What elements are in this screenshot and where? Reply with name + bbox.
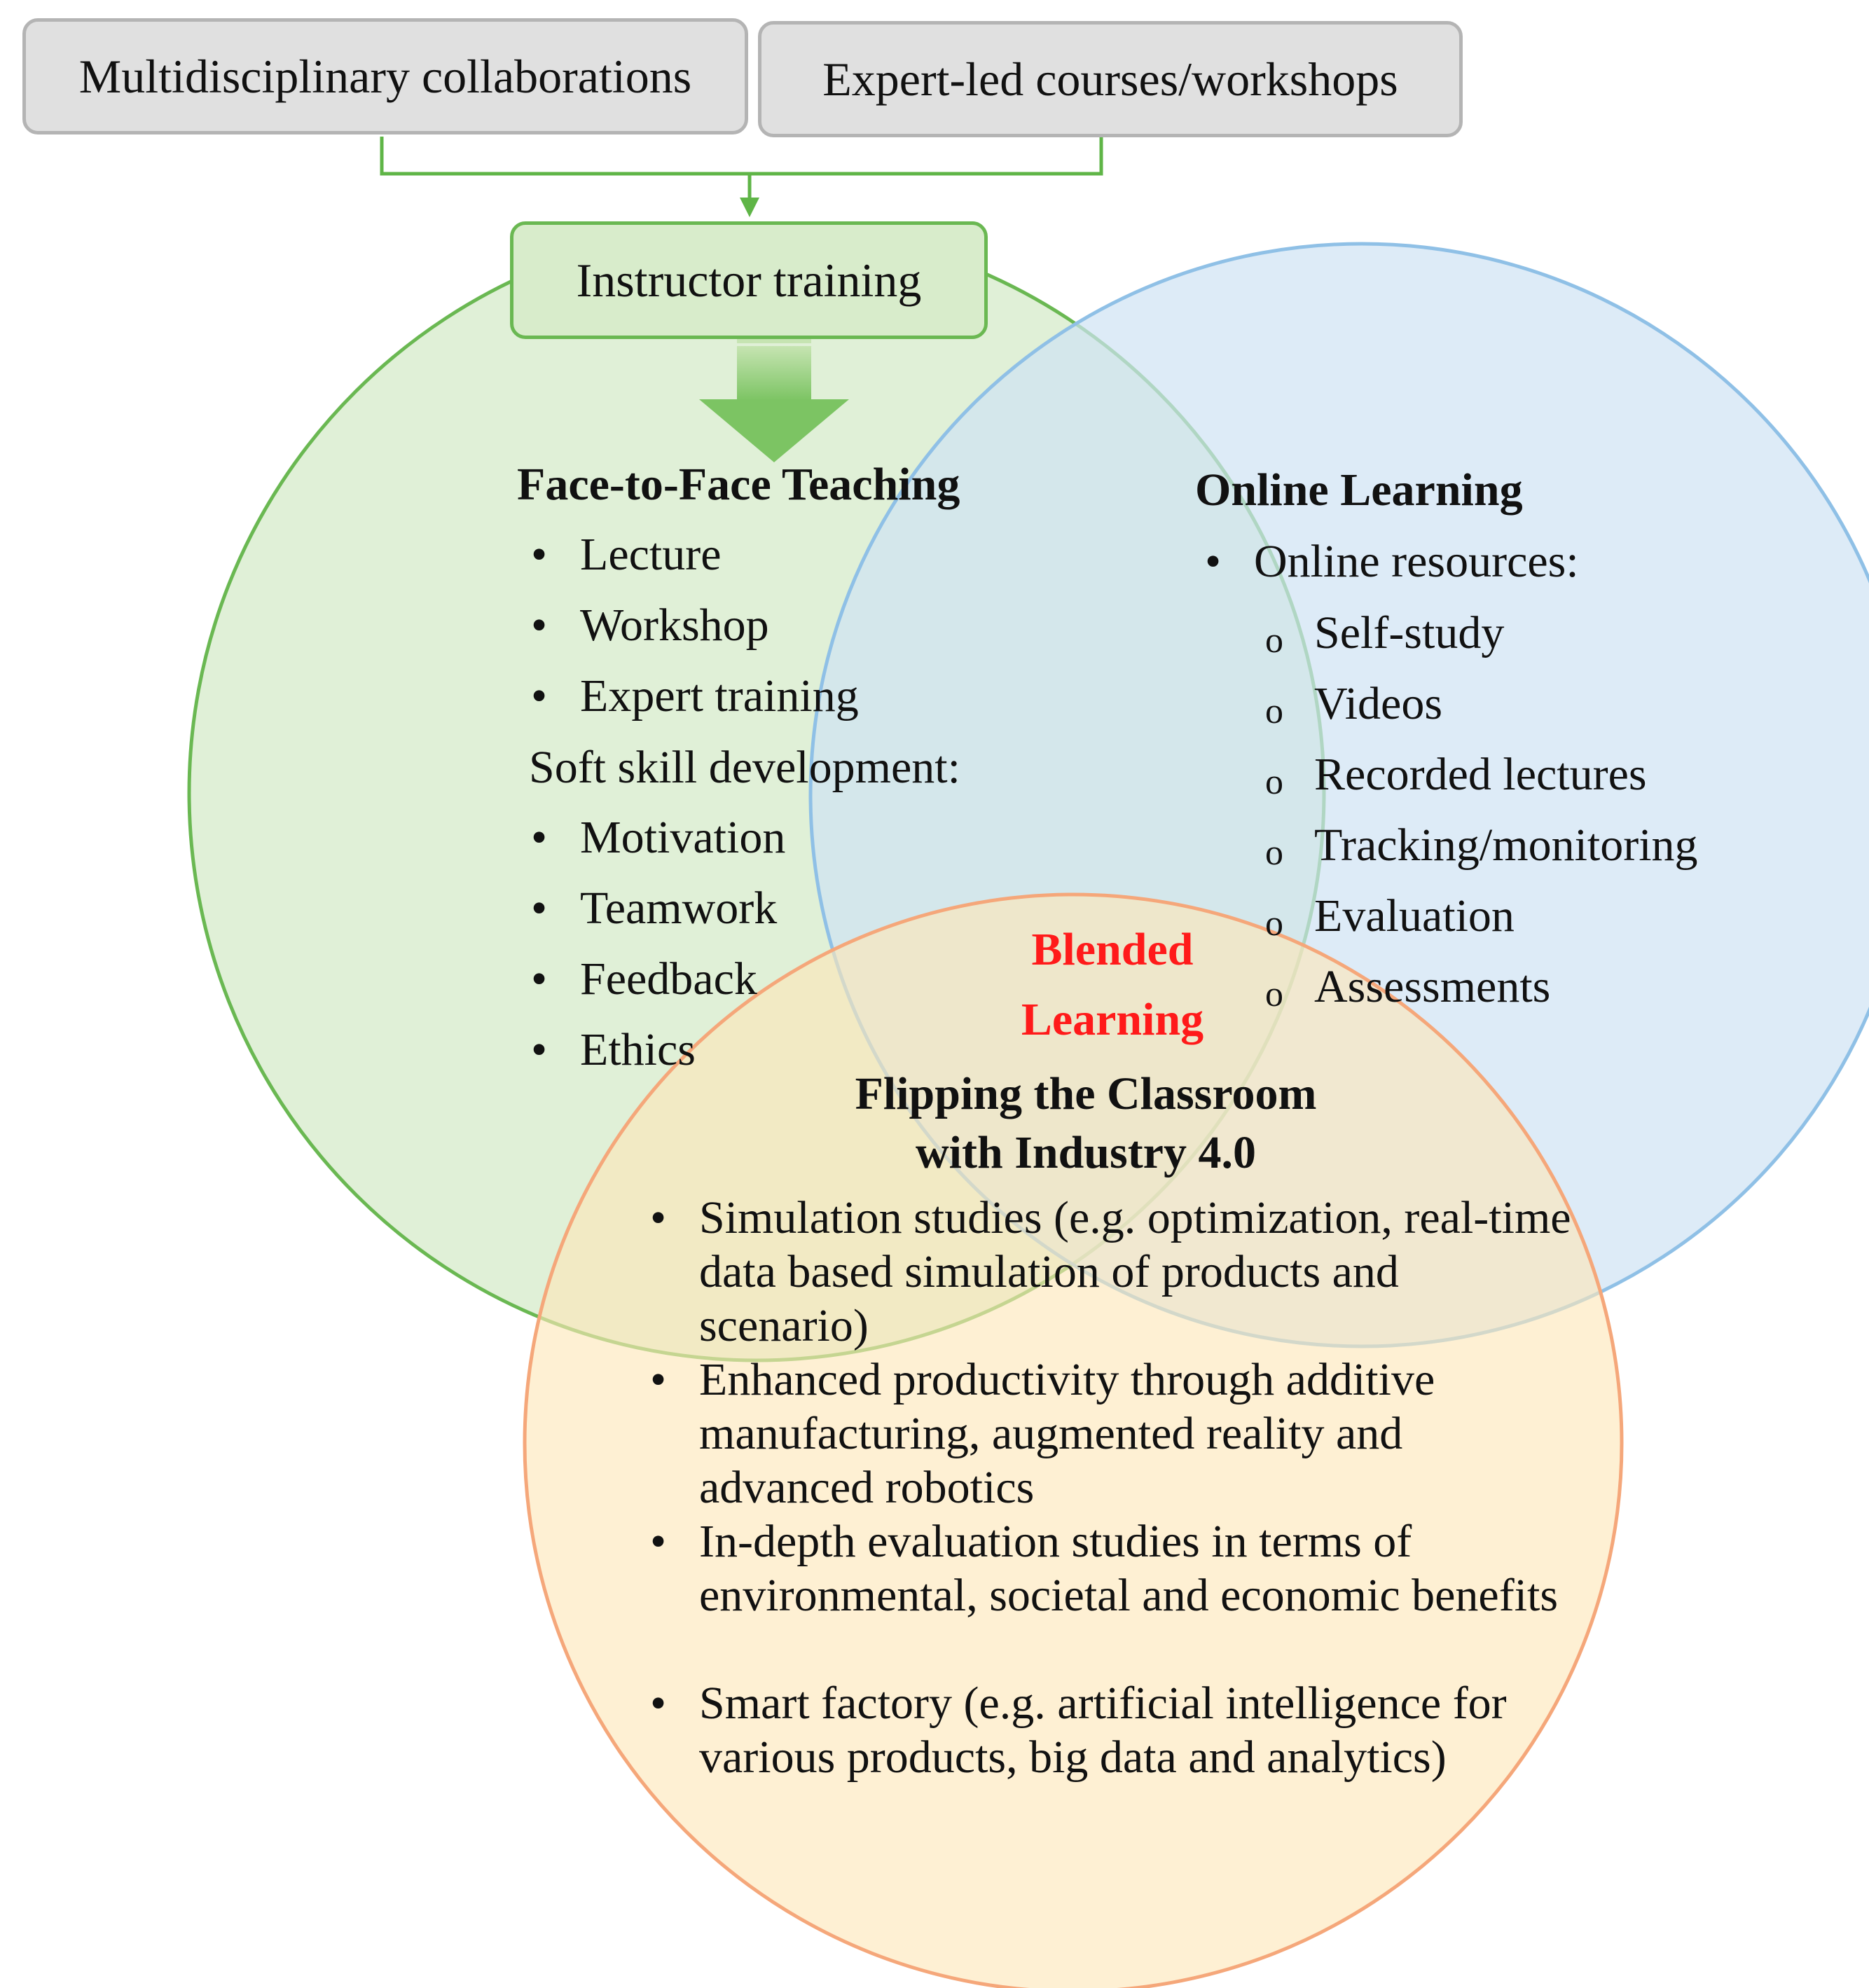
online-resources-list: Online resources: (1254, 535, 1579, 606)
bullet-icon (531, 599, 547, 652)
face-to-face-methods-list: Lecture Workshop Expert training (580, 528, 859, 740)
list-item: Smart factory (e.g. artificial intellige… (699, 1676, 1572, 1838)
instructor-training-box: Instructor training (510, 221, 988, 339)
expert-led-courses-label: Expert-led courses/workshops (822, 52, 1398, 106)
flipping-classroom-circle (523, 892, 1624, 1988)
bullet-icon (650, 1191, 666, 1245)
bullet-icon (531, 953, 547, 1006)
list-item: Online resources: (1254, 535, 1579, 606)
list-item: Self-study (1314, 607, 1698, 677)
online-learning-title: Online Learning (1195, 464, 1523, 516)
online-resources-sublist: Self-study Videos Recorded lectures Trac… (1314, 607, 1698, 1031)
instructor-training-label: Instructor training (576, 253, 922, 307)
blended-learning-label: Blended Learning (972, 915, 1253, 1055)
flipping-title-line-2: with Industry 4.0 (916, 1127, 1256, 1178)
list-item: Assessments (1314, 960, 1698, 1031)
multidisciplinary-collaborations-label: Multidisciplinary collaborations (78, 49, 692, 103)
flipping-title-line-1: Flipping the Classroom (855, 1068, 1317, 1119)
circle-bullet-icon (1265, 894, 1283, 947)
bullet-icon (650, 1514, 666, 1568)
bullet-icon (531, 1023, 547, 1077)
soft-skills-list: Motivation Teamwork Feedback Ethics (580, 811, 785, 1094)
flipping-classroom-list: Simulation studies (e.g. optimization, r… (699, 1191, 1572, 1838)
list-item: Lecture (580, 528, 859, 599)
connector-arrowhead (740, 198, 759, 217)
list-item: Expert training (580, 670, 859, 740)
list-item: Teamwork (580, 882, 785, 953)
list-item: Motivation (580, 811, 785, 882)
bullet-icon (531, 670, 547, 723)
circle-bullet-icon (1265, 682, 1283, 735)
list-item: Feedback (580, 953, 785, 1023)
blended-line-2: Learning (1021, 994, 1204, 1045)
list-item: Recorded lectures (1314, 748, 1698, 819)
bullet-icon (650, 1676, 666, 1730)
blended-line-1: Blended (1031, 924, 1194, 975)
list-item: Videos (1314, 677, 1698, 748)
bullet-icon (650, 1353, 666, 1407)
list-item: Evaluation (1314, 890, 1698, 960)
list-item: Ethics (580, 1023, 785, 1094)
circle-bullet-icon (1265, 611, 1283, 664)
circle-bullet-icon (1265, 823, 1283, 876)
circle-bullet-icon (1265, 752, 1283, 806)
bullet-icon (531, 528, 547, 581)
list-item: Enhanced productivity through additive m… (699, 1353, 1572, 1514)
expert-led-courses-box: Expert-led courses/workshops (758, 21, 1463, 137)
list-item: Simulation studies (e.g. optimization, r… (699, 1191, 1572, 1353)
multidisciplinary-collaborations-box: Multidisciplinary collaborations (22, 18, 748, 134)
list-item: In-depth evaluation studies in terms of … (699, 1514, 1572, 1676)
bullet-icon (531, 811, 547, 864)
list-item: Tracking/monitoring (1314, 819, 1698, 890)
bullet-icon (531, 882, 547, 935)
soft-skill-heading: Soft skill development: (529, 742, 960, 793)
down-block-arrow (699, 329, 849, 462)
face-to-face-title: Face-to-Face Teaching (517, 459, 960, 510)
connector-line (380, 137, 1103, 176)
circle-bullet-icon (1265, 965, 1283, 1018)
list-item: Workshop (580, 599, 859, 670)
flipping-classroom-title: Flipping the Classroom with Industry 4.0 (701, 1065, 1471, 1182)
bullet-icon (1205, 535, 1221, 588)
